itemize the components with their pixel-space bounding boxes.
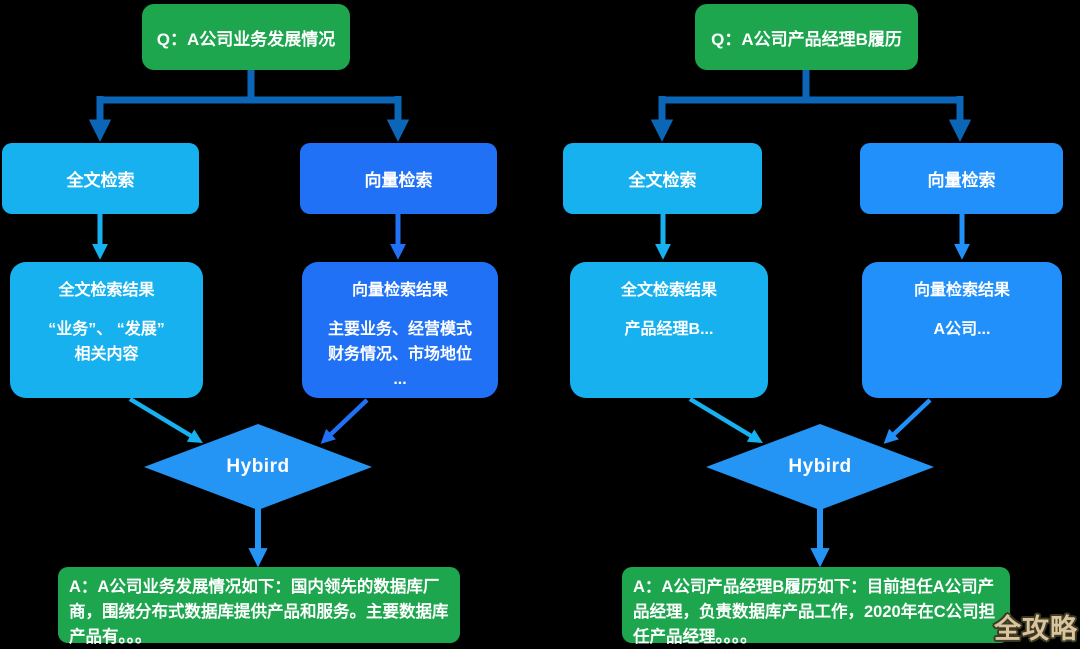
- answer-text-left: A：A公司业务发展情况如下：国内领先的数据库厂商，围绕分布式数据库提供产品和服务…: [69, 578, 449, 646]
- question-box-right: Q：A公司产品经理B履历: [695, 4, 918, 70]
- watermark: 全攻略: [994, 614, 1078, 644]
- hybrid-label-left: Hybird: [226, 456, 290, 477]
- fulltext-result-box-right: 全文检索结果 产品经理B...: [570, 262, 768, 398]
- answer-box-right: A：A公司产品经理B履历如下：目前担任A公司产品经理，负责数据库产品工作，202…: [622, 567, 1010, 646]
- fulltext-result-title-left: 全文检索结果: [58, 282, 155, 299]
- question-text-left: Q：A公司业务发展情况: [156, 29, 336, 49]
- fulltext-result-body-right: 产品经理B...: [624, 321, 714, 338]
- vector-result-body-left: 主要业务、经营模式 财务情况、市场地位 ...: [327, 321, 472, 388]
- vector-result-body-right: A公司...: [933, 321, 991, 338]
- fulltext-result-box-left: 全文检索结果 “业务”、 “发展” 相关内容: [10, 262, 203, 398]
- right-arrow-vector-result-to-hybrid: [883, 398, 932, 444]
- fulltext-result-title-right: 全文检索结果: [620, 282, 717, 299]
- hybrid-diamond-left: Hybird: [144, 424, 372, 510]
- left-arrow-vector-result-to-hybrid: [320, 398, 369, 444]
- fulltext-search-box-left: 全文检索: [2, 143, 199, 214]
- question-box-left: Q：A公司业务发展情况: [142, 4, 350, 70]
- vector-search-box-right: 向量检索: [860, 143, 1063, 214]
- answer-text-right: A：A公司产品经理B履历如下：目前担任A公司产品经理，负责数据库产品工作，202…: [633, 578, 996, 646]
- vector-result-box-left: 向量检索结果 主要业务、经营模式 财务情况、市场地位 ...: [302, 262, 498, 398]
- vector-result-title-right: 向量检索结果: [913, 282, 1010, 299]
- fulltext-search-box-right: 全文检索: [563, 143, 762, 214]
- vector-search-label-left: 向量检索: [364, 171, 433, 190]
- left-arrow-fulltext-result-to-hybrid: [128, 397, 203, 443]
- answer-box-left: A：A公司业务发展情况如下：国内领先的数据库厂商，围绕分布式数据库提供产品和服务…: [58, 567, 460, 646]
- vector-search-box-left: 向量检索: [300, 143, 497, 214]
- vector-result-title-left: 向量检索结果: [351, 282, 448, 299]
- question-text-right: Q：A公司产品经理B履历: [711, 29, 902, 49]
- fulltext-result-body-left: “业务”、 “发展” 相关内容: [48, 321, 165, 363]
- fulltext-search-label-right: 全文检索: [628, 171, 697, 190]
- hybrid-diamond-right: Hybird: [706, 424, 934, 510]
- fulltext-search-label-left: 全文检索: [66, 171, 135, 190]
- vector-search-label-right: 向量检索: [927, 171, 996, 190]
- right-arrow-fulltext-result-to-hybrid: [688, 397, 763, 443]
- hybrid-label-right: Hybird: [788, 456, 852, 477]
- vector-result-box-right: 向量检索结果 A公司...: [862, 262, 1062, 398]
